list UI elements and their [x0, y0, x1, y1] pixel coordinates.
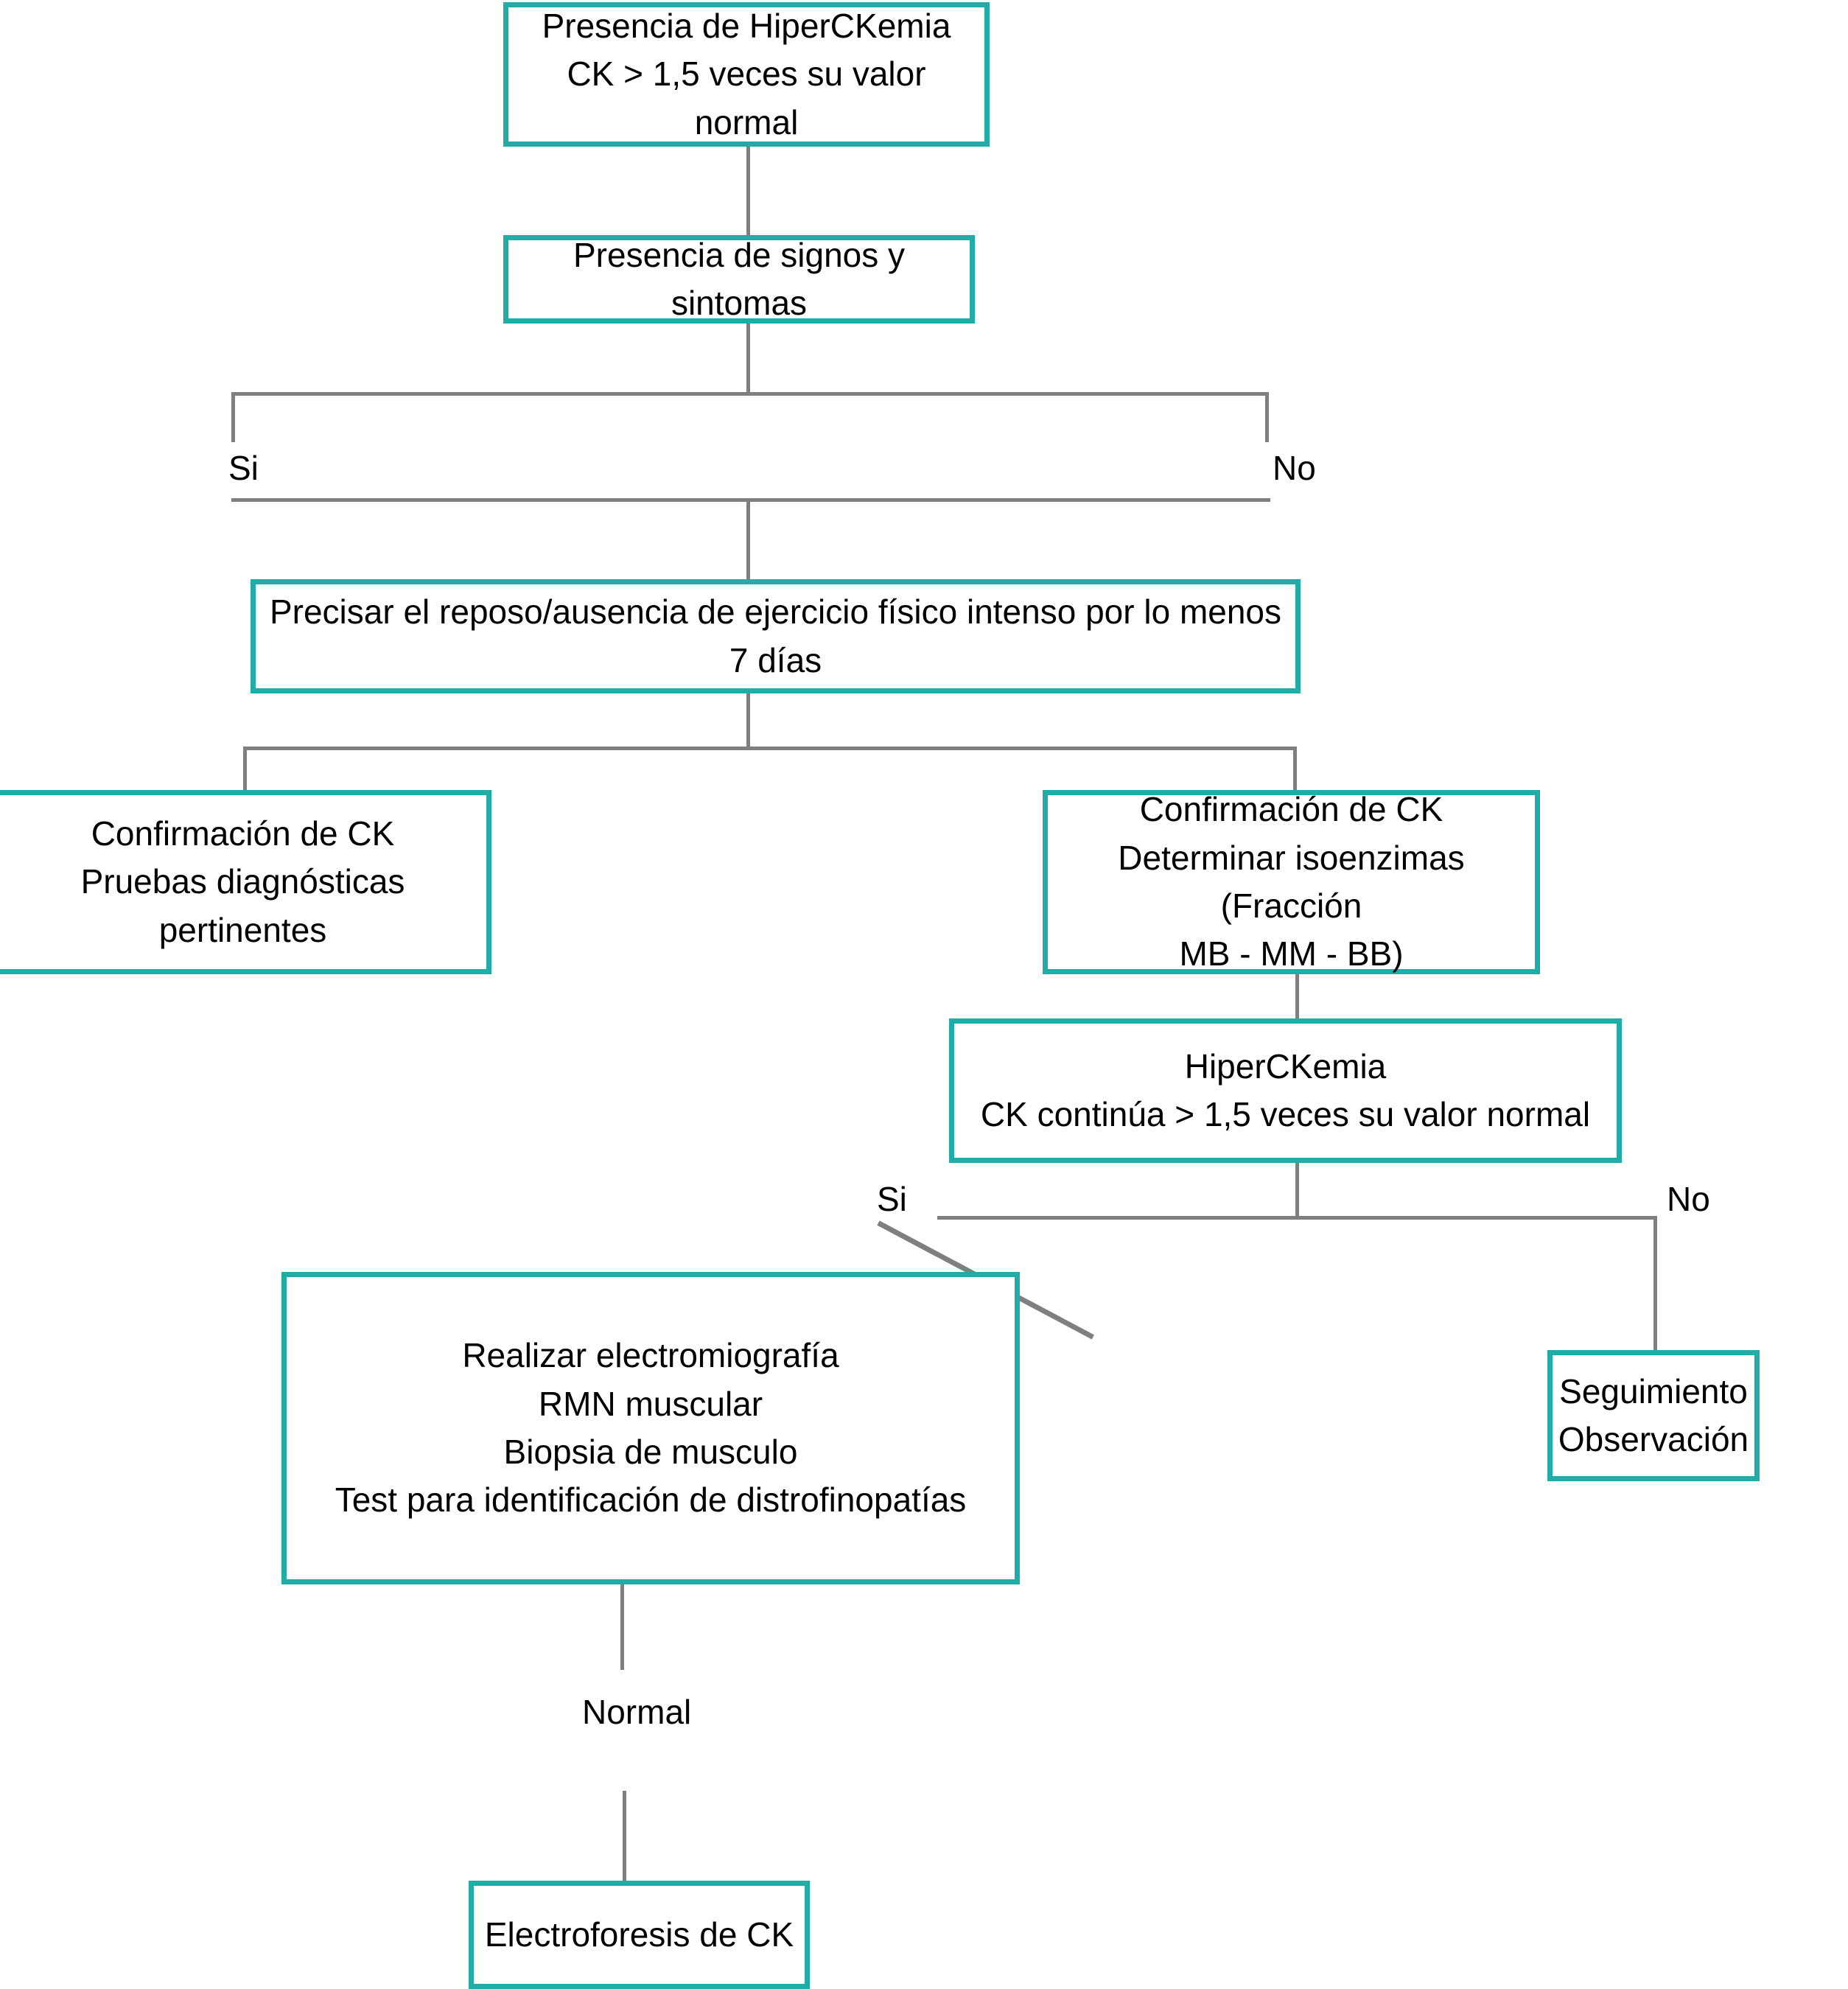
branch-label-normal: Normal	[582, 1693, 692, 1731]
node-presencia-signos[interactable]: Presencia de signos y sintomas	[503, 235, 975, 324]
edge-realizar-to-normal	[620, 1583, 624, 1670]
edge-branch3-bar	[937, 1216, 1654, 1220]
node-confirmacion-ck-pruebas[interactable]: Confirmación de CK Pruebas diagnósticas …	[0, 790, 491, 974]
edge-branch1-lower-bar	[231, 498, 1270, 502]
node-electroforesis-label: Electroforesis de CK	[484, 1915, 794, 1954]
node-electroforesis[interactable]: Electroforesis de CK	[469, 1881, 810, 1989]
edge-branch2-left-drop	[243, 747, 247, 792]
node-presencia-hiperckemia[interactable]: Presencia de HiperCKemia CK > 1,5 veces …	[503, 2, 990, 147]
node-confirmacion-ck-isoenzimas[interactable]: Confirmación de CK Determinar isoenzimas…	[1043, 790, 1540, 974]
edge-isoenzimas-to-hiperckemia	[1295, 971, 1299, 1020]
edge-branch3-to-seguimiento	[1653, 1216, 1657, 1352]
edge-branch1-to-precisar	[746, 498, 750, 581]
edge-branch1-bar	[231, 392, 1269, 396]
node-seguimiento[interactable]: Seguimiento Observación	[1547, 1350, 1760, 1481]
node-realizar-estudios[interactable]: Realizar electromiografía RMN muscular B…	[281, 1272, 1020, 1584]
node-hiperckemia-continua[interactable]: HiperCKemia CK continúa > 1,5 veces su v…	[949, 1018, 1622, 1163]
node-hiperckemia-continua-label: HiperCKemia CK continúa > 1,5 veces su v…	[980, 1046, 1591, 1133]
edge-branch2-right-drop	[1293, 747, 1297, 792]
branch-label-si-1: Si	[228, 449, 259, 487]
branch-label-si-2: Si	[877, 1180, 907, 1218]
edge-branch1-left-stub	[231, 392, 235, 442]
node-precisar-reposo-label: Precisar el reposo/ausencia de ejercicio…	[269, 592, 1282, 679]
edge-precisar-to-branch2	[746, 693, 750, 749]
node-presencia-signos-label: Presencia de signos y sintomas	[573, 235, 906, 322]
edge-root-to-signos	[746, 145, 750, 235]
node-realizar-estudios-label: Realizar electromiografía RMN muscular B…	[335, 1336, 967, 1520]
edge-hiperckemia-to-branch3	[1295, 1161, 1299, 1217]
branch-label-no-1: No	[1273, 449, 1316, 487]
node-confirmacion-ck-pruebas-label: Confirmación de CK Pruebas diagnósticas …	[80, 814, 405, 949]
edge-signos-to-branch1	[746, 322, 750, 394]
edge-normal-to-electroforesis	[623, 1791, 626, 1884]
edge-branch2-bar	[243, 747, 1297, 750]
node-presencia-hiperckemia-label: Presencia de HiperCKemia CK > 1,5 veces …	[542, 7, 951, 141]
node-precisar-reposo[interactable]: Precisar el reposo/ausencia de ejercicio…	[251, 579, 1301, 693]
edge-branch1-right-stub	[1265, 392, 1269, 442]
branch-label-no-2: No	[1667, 1180, 1710, 1218]
node-confirmacion-ck-isoenzimas-label: Confirmación de CK Determinar isoenzimas…	[1118, 790, 1465, 973]
node-seguimiento-label: Seguimiento Observación	[1558, 1371, 1749, 1458]
